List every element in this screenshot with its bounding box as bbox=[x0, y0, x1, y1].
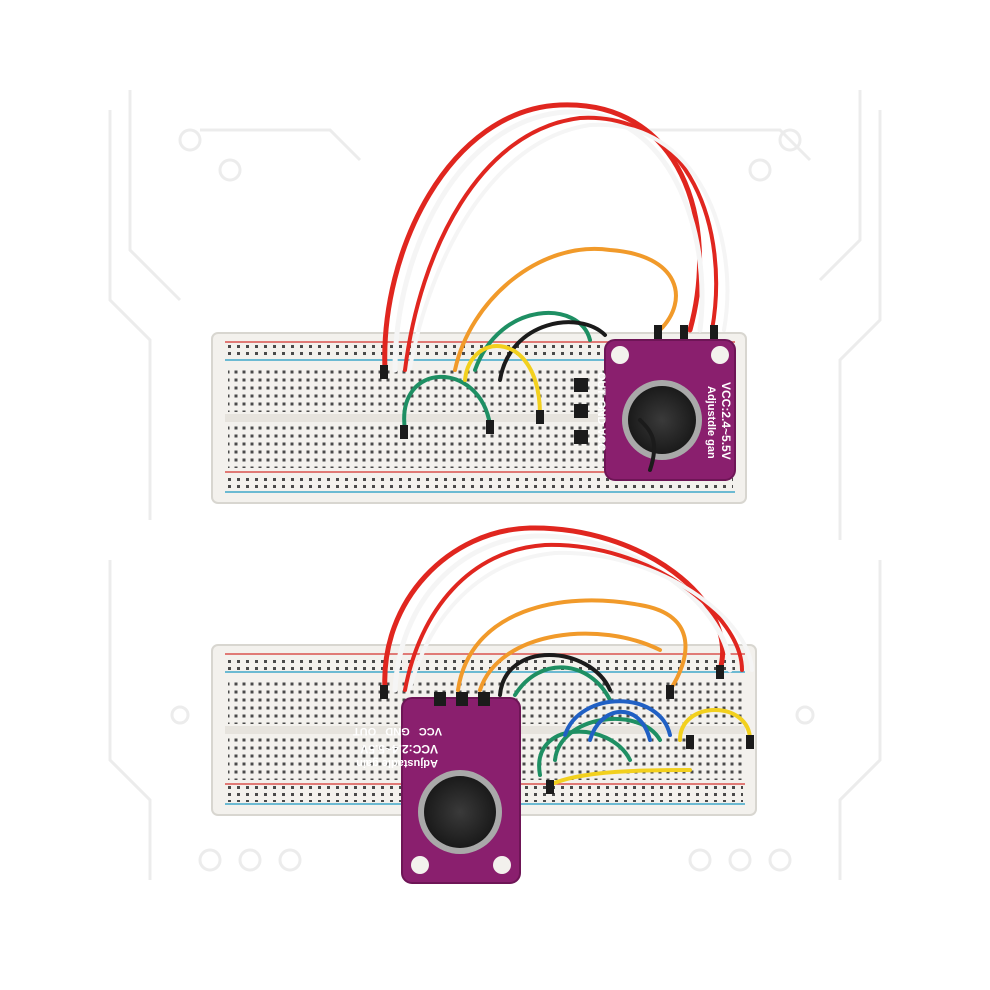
pin-label-vcc: VCC bbox=[595, 428, 607, 451]
pin-label-out: OUT bbox=[353, 725, 377, 737]
pin-label-out: OUT bbox=[595, 372, 607, 396]
jumper-wires-top bbox=[380, 102, 730, 472]
header-pins-bottom bbox=[434, 692, 490, 706]
module-gain-label: Adjustadle gain bbox=[356, 757, 438, 769]
pin-labels-row: VCC GND OUT bbox=[353, 725, 442, 737]
microphone-module-bottom: VCC:2.4~5.5V Adjustadle gain VCC GND OUT bbox=[353, 697, 521, 884]
circuit-background-pattern bbox=[108, 90, 882, 880]
pin-label-gnd: GND bbox=[385, 725, 410, 737]
module-voltage-label: VCC:2.4~5.5V bbox=[360, 742, 438, 756]
pin-label-gnd: GND bbox=[595, 400, 607, 425]
module-gain-label: Adjustdle gan bbox=[705, 386, 717, 459]
header-pins-top: OUT GND VCC bbox=[574, 372, 607, 451]
module-voltage-label: VCC:2.4~5.5V bbox=[719, 382, 733, 460]
pin-label-vcc: VCC bbox=[419, 725, 442, 737]
jumper-wires-bottom bbox=[380, 525, 754, 794]
microphone-module-top: VCC:2.4~5.5V Adjustdle gan bbox=[604, 339, 736, 481]
